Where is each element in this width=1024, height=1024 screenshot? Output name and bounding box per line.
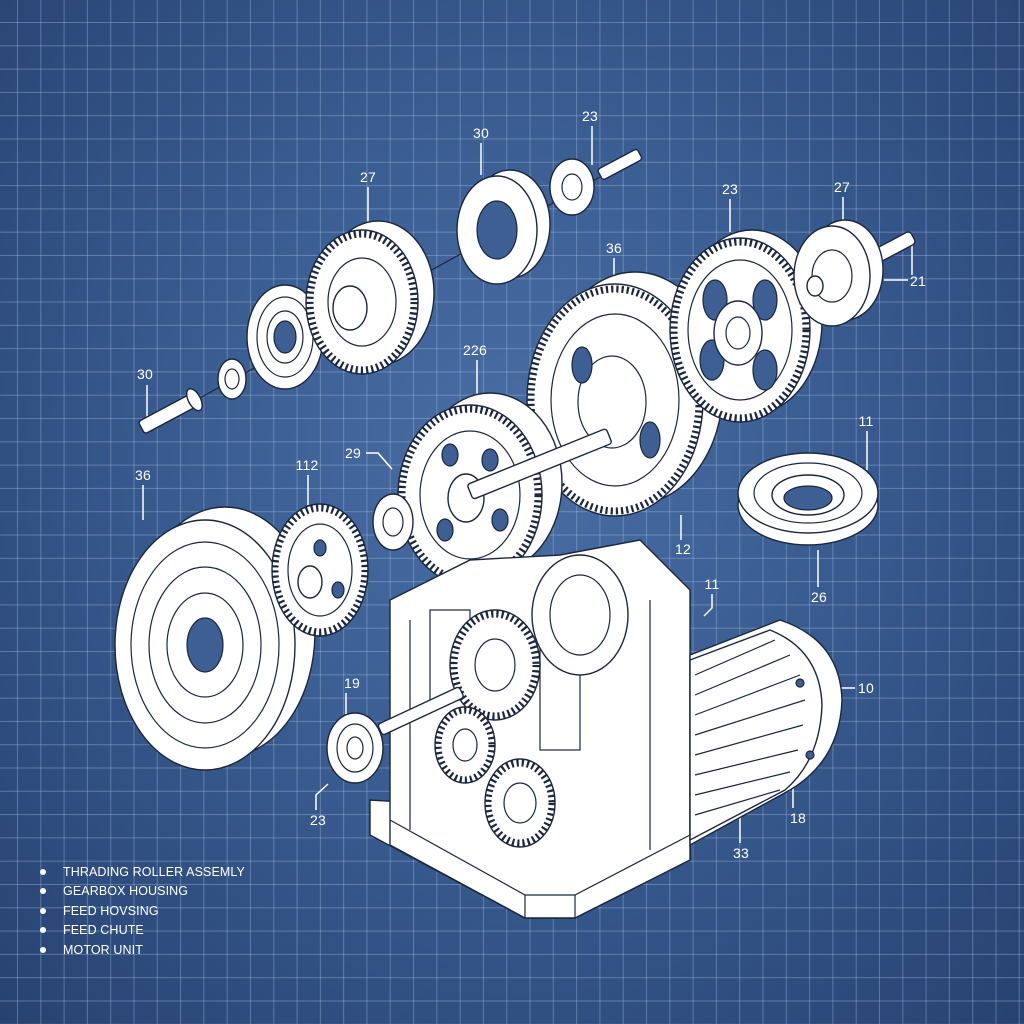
bullet-icon [40, 888, 46, 895]
legend-item: THRADING ROLLER ASSEMLY [40, 862, 245, 882]
small-gear-112 [271, 503, 369, 637]
legend-item: FEED CHUTE [40, 921, 245, 941]
flange-shaft-21 [793, 219, 916, 327]
parts-legend: THRADING ROLLER ASSEMLY GEARBOX HOUSING … [40, 862, 245, 960]
callout-label: 18 [790, 810, 806, 826]
bullet-icon [40, 907, 46, 914]
callout-label: 23 [310, 812, 326, 828]
callout-label: 21 [910, 273, 926, 289]
callout-label: 12 [675, 541, 691, 557]
callout-label: 19 [344, 675, 360, 691]
bullet-icon [40, 946, 46, 953]
callout-label: 29 [345, 445, 361, 461]
callout-label: 226 [463, 342, 487, 358]
callout-label: 10 [858, 680, 874, 696]
legend-item: MOTOR UNIT [40, 940, 245, 960]
callout-label: 23 [722, 181, 738, 197]
callout-label: 26 [811, 589, 827, 605]
leader-lines [142, 126, 913, 843]
callout-label: 11 [704, 576, 720, 592]
bullet-icon [40, 868, 46, 875]
motor-unit [689, 619, 843, 847]
callout-label: 30 [473, 125, 489, 141]
legend-label: MOTOR UNIT [63, 942, 143, 957]
legend-label: FEED CHUTE [63, 923, 144, 938]
bullet-icon [40, 927, 46, 934]
gearbox-housing [326, 539, 691, 919]
callout-label: 33 [733, 845, 749, 861]
gear-226 [372, 392, 612, 586]
callout-label: 36 [135, 467, 151, 483]
legend-label: THRADING ROLLER ASSEMLY [63, 864, 245, 879]
callout-label: 36 [606, 240, 622, 256]
input-shaft-assembly [138, 148, 643, 434]
callout-label: 30 [137, 366, 153, 382]
legend-item: GEARBOX HOUSING [40, 882, 245, 902]
callout-label: 27 [834, 179, 850, 195]
bearing-26 [737, 452, 879, 546]
legend-item: FEED HOVSING [40, 901, 245, 921]
legend-label: GEARBOX HOUSING [63, 884, 189, 899]
legend-label: FEED HOVSING [63, 903, 159, 918]
callout-label: 112 [295, 457, 319, 473]
callout-label: 27 [360, 169, 376, 185]
pulley-36 [114, 506, 316, 771]
callout-label: 23 [582, 108, 598, 124]
callout-label: 11 [858, 413, 874, 429]
spoked-gear-23 [669, 229, 823, 423]
